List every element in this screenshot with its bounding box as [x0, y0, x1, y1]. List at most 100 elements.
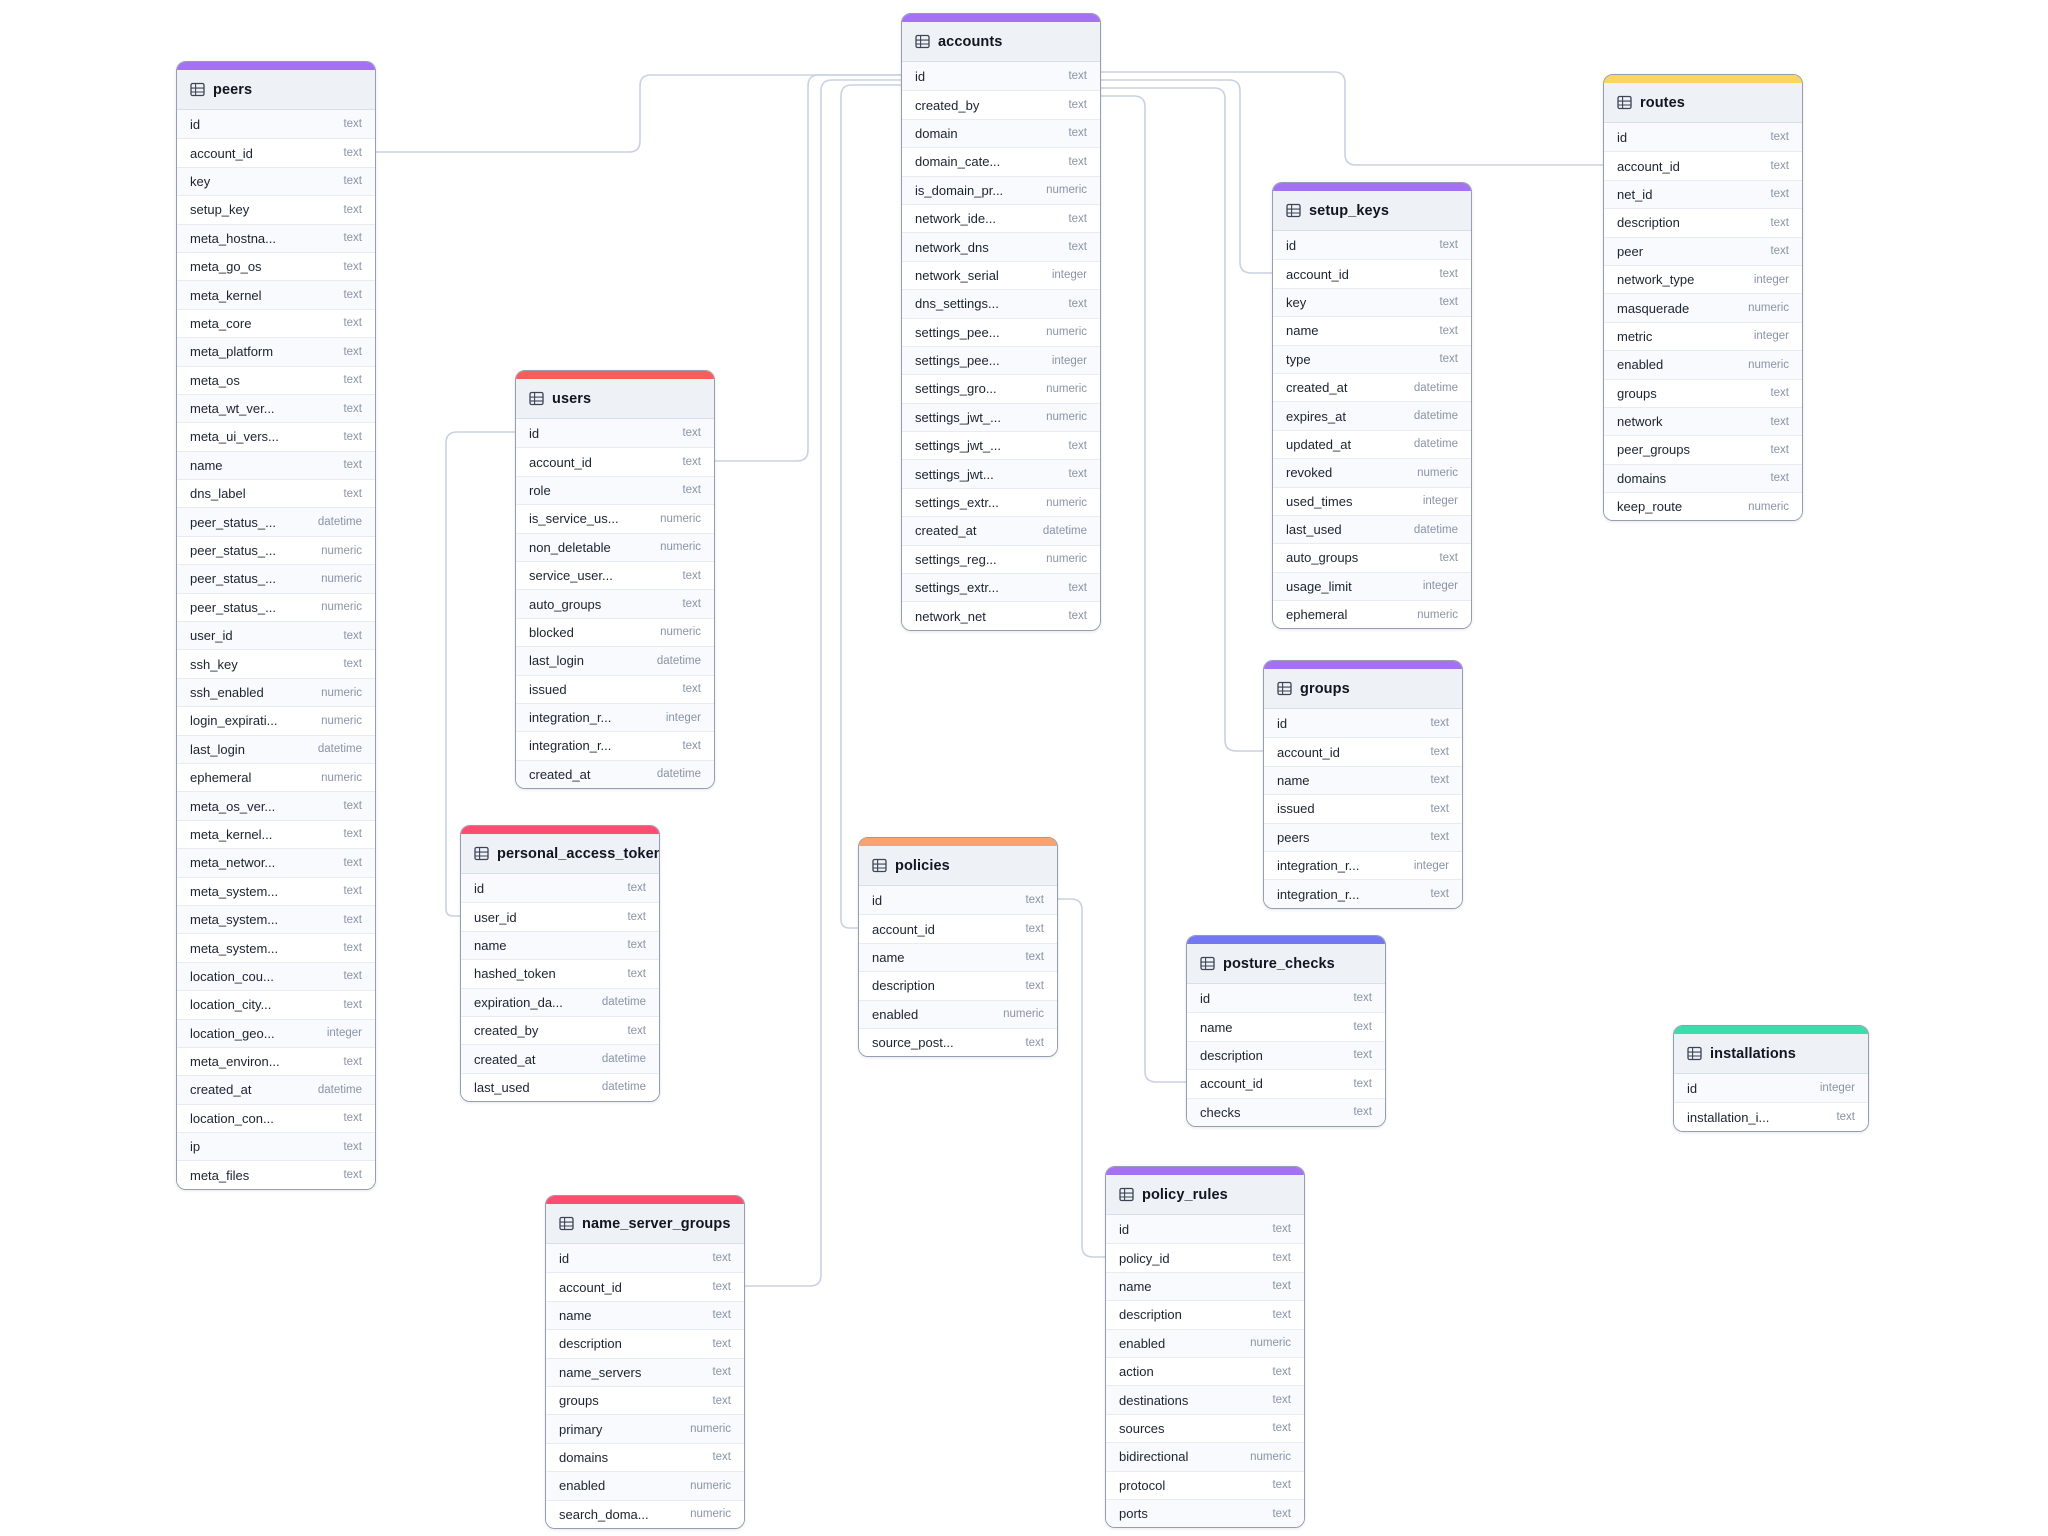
table-header[interactable]: posture_checks	[1187, 944, 1385, 984]
field-name: installation_i...	[1687, 1109, 1770, 1125]
field-name: user_id	[474, 909, 517, 925]
field-name: groups	[559, 1393, 599, 1409]
field-row: settings_gro...numeric	[902, 374, 1100, 403]
field-type: numeric	[690, 1479, 731, 1492]
field-name: blocked	[529, 624, 574, 640]
field-type: text	[1439, 296, 1458, 309]
table-header[interactable]: policy_rules	[1106, 1175, 1304, 1215]
table-header[interactable]: name_server_groups	[546, 1204, 744, 1244]
field-type: text	[343, 1112, 362, 1125]
table-header[interactable]: personal_access_tokens	[461, 834, 659, 874]
table-name: policies	[895, 857, 950, 874]
field-name: keep_route	[1617, 499, 1683, 515]
field-type: text	[1068, 127, 1087, 140]
field-type: numeric	[660, 541, 701, 554]
table-header[interactable]: routes	[1604, 83, 1802, 123]
table-header[interactable]: users	[516, 379, 714, 419]
field-name: account_id	[872, 921, 935, 937]
field-row: settings_jwt...text	[902, 459, 1100, 488]
field-type: text	[1770, 387, 1789, 400]
field-type: text	[1770, 443, 1789, 456]
field-row: peer_status_...datetime	[177, 507, 375, 536]
field-name: integration_r...	[1277, 886, 1360, 902]
table-header[interactable]: installations	[1674, 1034, 1868, 1074]
field-row: settings_pee...integer	[902, 345, 1100, 375]
field-type: text	[1272, 1365, 1291, 1378]
field-type: numeric	[1748, 302, 1789, 315]
table-header[interactable]: accounts	[902, 22, 1100, 62]
field-row: login_expirati...numeric	[177, 706, 375, 735]
table-name: personal_access_tokens	[497, 845, 660, 862]
field-type: text	[1068, 581, 1087, 594]
field-name: id	[1119, 1221, 1130, 1237]
field-name: peer_groups	[1617, 442, 1690, 458]
field-type: text	[343, 1140, 362, 1153]
field-name: action	[1119, 1364, 1154, 1380]
field-row: settings_jwt_...text	[902, 431, 1100, 460]
field-type: text	[343, 1169, 362, 1182]
field-name: id	[1277, 715, 1288, 731]
field-row: integration_r...integer	[1264, 850, 1462, 880]
table-name: groups	[1300, 680, 1350, 697]
field-type: text	[1770, 188, 1789, 201]
field-type: text	[682, 456, 701, 469]
table-name: name_server_groups	[582, 1215, 731, 1232]
table-header[interactable]: groups	[1264, 669, 1462, 709]
field-name: domains	[1617, 470, 1667, 486]
field-name: meta_core	[190, 315, 252, 331]
field-type: integer	[326, 1027, 362, 1040]
table-header[interactable]: policies	[859, 846, 1057, 886]
table-accent-strip	[1264, 661, 1462, 669]
table-icon	[559, 1216, 574, 1231]
field-type: integer	[1753, 273, 1789, 286]
field-name: issued	[529, 681, 567, 697]
field-name: id	[872, 892, 883, 908]
field-type: numeric	[690, 1423, 731, 1436]
field-type: text	[343, 459, 362, 472]
field-name: id	[559, 1250, 570, 1266]
table-header[interactable]: setup_keys	[1273, 191, 1471, 231]
field-name: meta_system...	[190, 940, 279, 956]
field-type: text	[1353, 1106, 1372, 1119]
field-type: text	[1272, 1252, 1291, 1265]
table-icon	[474, 846, 489, 861]
field-name: metric	[1617, 328, 1653, 344]
field-name: primary	[559, 1421, 603, 1437]
field-name: account_id	[1617, 158, 1680, 174]
field-type: text	[712, 1252, 731, 1265]
table-header[interactable]: peers	[177, 70, 375, 110]
field-type: text	[343, 629, 362, 642]
table-accent-strip	[1604, 75, 1802, 83]
field-name: last_login	[529, 653, 584, 669]
